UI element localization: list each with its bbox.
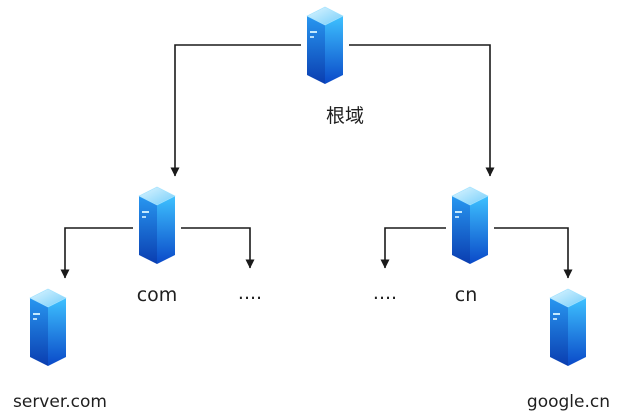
cn-domain-label: cn <box>454 284 478 306</box>
server-com-label: server.com <box>13 392 107 412</box>
google-cn-label: google.cn <box>526 392 610 412</box>
google-cn-server-icon <box>549 288 587 367</box>
edge-cn-to-others <box>380 227 446 269</box>
com-server-icon <box>138 186 176 265</box>
edge-com-to-others <box>181 227 255 269</box>
server-com-server-icon <box>29 288 67 367</box>
cn-siblings-ellipsis-label: .... <box>372 282 398 304</box>
edge-com-to-servercom <box>60 227 133 279</box>
root-server-icon <box>306 6 344 85</box>
cn-server-icon <box>451 186 489 265</box>
root-domain-label: 根域 <box>325 105 364 127</box>
connector-lines <box>60 44 573 279</box>
edge-root-to-cn <box>349 44 495 177</box>
com-domain-label: com <box>136 284 178 306</box>
edge-root-to-com <box>170 44 301 177</box>
com-siblings-ellipsis-label: .... <box>237 282 263 304</box>
edge-cn-to-googlecn <box>494 227 573 279</box>
